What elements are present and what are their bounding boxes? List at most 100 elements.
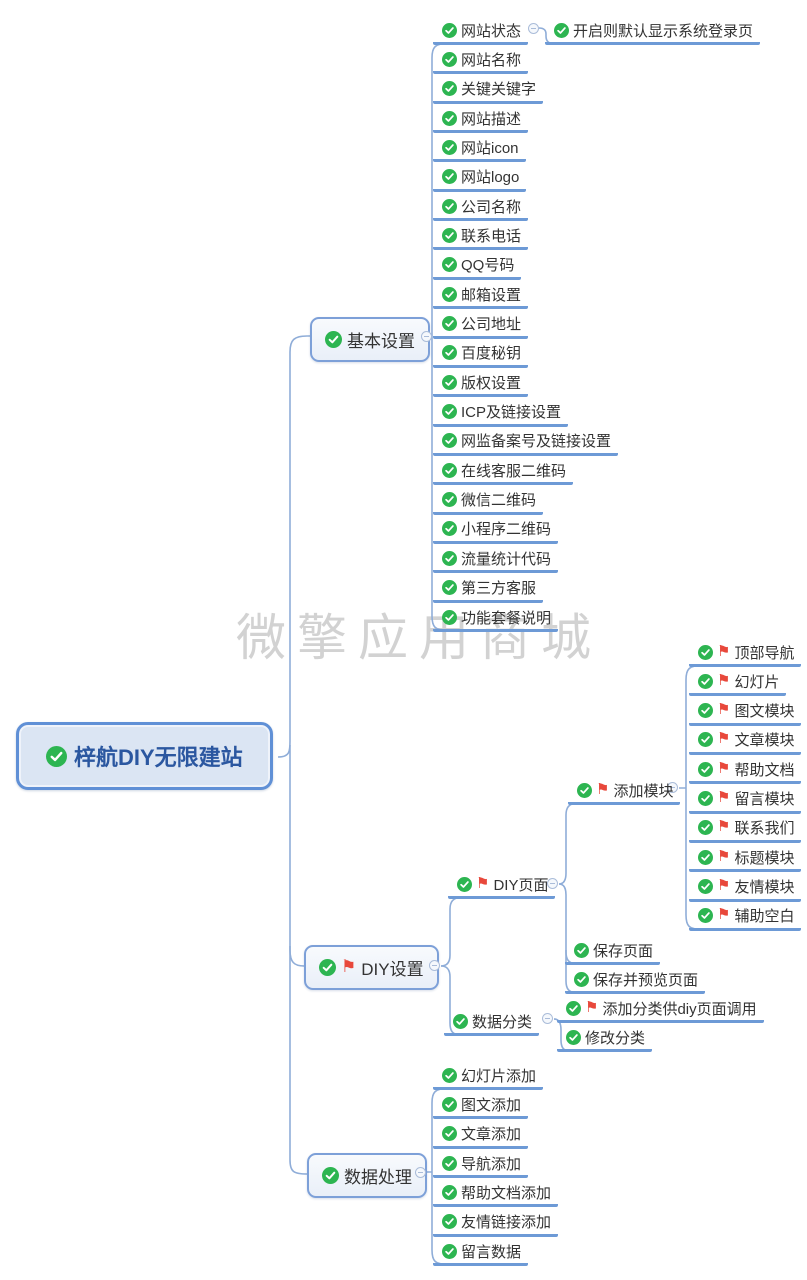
mindmap-node[interactable]: ⚑ 友情模块 (689, 877, 802, 902)
collapse-toggle-diy-settings[interactable] (429, 960, 440, 971)
node-label: 流量统计代码 (461, 550, 552, 568)
mindmap-node[interactable]: 网站名称 (433, 49, 529, 75)
mindmap-node[interactable]: 友情链接添加 (433, 1212, 559, 1237)
mindmap-node[interactable]: 百度秘钥 (433, 343, 529, 368)
node-label: 添加模块 (613, 782, 674, 800)
node-label: 百度秘钥 (461, 345, 522, 363)
node-label: 网站logo (461, 169, 520, 187)
mindmap-node[interactable]: 数据分类 (444, 1011, 540, 1036)
mindmap-node[interactable]: 网站logo (433, 167, 527, 192)
node-label: 公司地址 (461, 316, 522, 333)
mindmap-node[interactable]: 帮助文档添加 (433, 1182, 559, 1208)
check-icon (442, 433, 457, 449)
mindmap-node[interactable]: 保存页面 (565, 940, 661, 965)
mindmap-node[interactable]: 联系电话 (433, 225, 529, 251)
collapse-toggle-data-category[interactable] (542, 1013, 553, 1024)
mindmap-node[interactable]: 修改分类 (557, 1027, 653, 1052)
node-label: 开启则默认显示系统登录页 (573, 22, 754, 40)
mindmap-node[interactable]: 文章添加 (433, 1124, 529, 1149)
mindmap-node[interactable]: 网站状态 (433, 20, 529, 45)
mindmap-node[interactable]: ⚑ 辅助空白 (689, 906, 802, 931)
mindmap-node[interactable]: 邮箱设置 (433, 284, 529, 310)
mindmap-node[interactable]: 保存并预览页面 (565, 969, 706, 994)
collapse-toggle-add-module[interactable] (667, 782, 678, 793)
branch-node-basic-settings[interactable]: 基本设置 (310, 317, 430, 362)
mindmap-node[interactable]: ⚑ 添加分类供diy页面调用 (557, 998, 764, 1023)
mindmap-node[interactable]: ⚑ 添加模块 (568, 780, 681, 805)
node-label: 保存并预览页面 (593, 971, 699, 989)
collapse-toggle-website-status[interactable] (528, 23, 539, 34)
check-icon (322, 1167, 339, 1184)
check-icon (442, 609, 457, 625)
flag-icon: ⚑ (717, 730, 731, 748)
check-icon (442, 1096, 457, 1112)
mindmap-node[interactable]: 幻灯片添加 (433, 1065, 544, 1090)
mindmap-node[interactable]: 小程序二维码 (433, 519, 559, 544)
check-icon (442, 169, 457, 185)
mindmap-node[interactable]: 网站icon (433, 137, 526, 163)
flag-icon: ⚑ (585, 998, 599, 1016)
check-icon (442, 286, 457, 302)
check-icon (442, 227, 457, 243)
node-label: 公司名称 (461, 198, 522, 216)
node-label: 留言模块 (734, 791, 795, 809)
mindmap-node[interactable]: 开启则默认显示系统登录页 (545, 20, 761, 45)
mindmap-node[interactable]: ICP及链接设置 (433, 402, 569, 427)
mindmap-node[interactable]: 公司地址 (433, 314, 529, 339)
node-label: 图文模块 (734, 703, 795, 721)
mindmap-node[interactable]: 留言数据 (433, 1241, 529, 1267)
node-label: 邮箱设置 (461, 286, 522, 304)
mindmap-node[interactable]: 流量统计代码 (433, 548, 559, 574)
mindmap-root-node[interactable]: 梓航DIY无限建站 (16, 722, 273, 790)
mindmap-node[interactable]: 图文添加 (433, 1094, 529, 1120)
collapse-toggle-data-processing[interactable] (415, 1167, 426, 1178)
mindmap-node[interactable]: ⚑ 标题模块 (689, 847, 802, 873)
collapse-toggle-basic-settings[interactable] (421, 331, 432, 342)
collapse-toggle-diy-page[interactable] (547, 878, 558, 889)
mindmap-node[interactable]: 网站描述 (433, 108, 529, 134)
flag-icon: ⚑ (717, 906, 731, 924)
mindmap-node[interactable]: ⚑ 留言模块 (689, 789, 802, 814)
check-icon (453, 1013, 468, 1029)
node-label: 小程序二维码 (461, 521, 552, 539)
mindmap-node[interactable]: 微信二维码 (433, 490, 544, 515)
mindmap-node[interactable]: 导航添加 (433, 1153, 529, 1179)
branch-node-diy-settings[interactable]: ⚑ DIY设置 (304, 945, 439, 990)
check-icon (442, 345, 457, 361)
mindmap-node[interactable]: ⚑ 文章模块 (689, 730, 802, 755)
mindmap-node[interactable]: ⚑ 顶部导航 (689, 642, 802, 667)
node-label: 第三方客服 (461, 580, 537, 598)
mindmap-node[interactable]: 功能套餐说明 (433, 607, 559, 632)
check-icon (442, 110, 457, 126)
node-label: 在线客服二维码 (461, 462, 567, 480)
check-icon (574, 971, 589, 987)
check-icon (442, 550, 457, 566)
check-icon (442, 316, 457, 331)
mindmap-node[interactable]: ⚑ 幻灯片 (689, 671, 787, 697)
branch-node-data-processing[interactable]: 数据处理 (307, 1153, 427, 1198)
branch-label: 基本设置 (347, 332, 415, 351)
mindmap-node[interactable]: ⚑ 图文模块 (689, 701, 802, 726)
check-icon (442, 1214, 457, 1230)
check-icon (566, 1000, 581, 1016)
mindmap-node[interactable]: QQ号码 (433, 255, 522, 280)
node-label: 网站名称 (461, 51, 522, 69)
mindmap-node[interactable]: ⚑ 联系我们 (689, 818, 802, 843)
mindmap-node[interactable]: 关键关键字 (433, 79, 544, 104)
check-icon (442, 1243, 457, 1259)
branch-label: 数据处理 (344, 1168, 412, 1187)
mindmap-node[interactable]: 版权设置 (433, 372, 529, 398)
check-icon (442, 521, 457, 537)
flag-icon: ⚑ (717, 759, 731, 777)
mindmap-node[interactable]: ⚑ 帮助文档 (689, 759, 802, 785)
mindmap-node[interactable]: 网监备案号及链接设置 (433, 431, 619, 456)
check-icon (442, 580, 457, 596)
check-icon (554, 22, 569, 38)
mindmap-node[interactable]: ⚑ DIY页面 (448, 874, 556, 899)
check-icon (319, 959, 336, 976)
node-label: 网站状态 (461, 22, 522, 40)
mindmap-node[interactable]: 在线客服二维码 (433, 460, 574, 486)
mindmap-node[interactable]: 公司名称 (433, 196, 529, 222)
mindmap-node[interactable]: 第三方客服 (433, 578, 544, 603)
